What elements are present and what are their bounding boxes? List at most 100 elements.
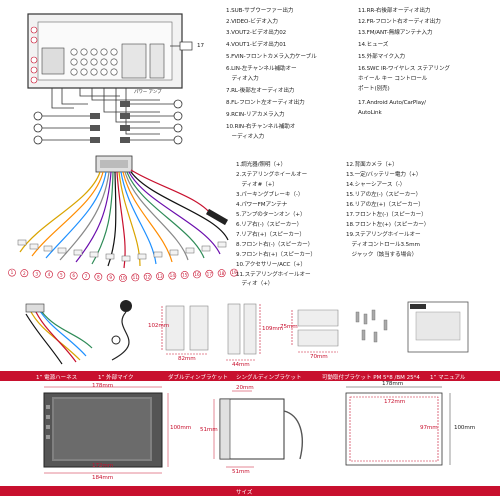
frame-width-label: 178mm: [382, 381, 404, 387]
legend-item: 3.VOUT2-ビデオ出力02: [226, 30, 287, 36]
front-height-label: 100mm: [170, 425, 192, 431]
wire-number-marker: [156, 272, 164, 281]
front-bottom-label: 184mm: [92, 475, 114, 481]
front-screen-width-label: 172mm: [92, 463, 114, 469]
side-depth-label: 20mm: [236, 385, 254, 391]
wire-number-label: 14: [170, 273, 176, 278]
legend-item: 8.フロント右(-)（スピーカー）: [236, 242, 314, 248]
wire-number-label: 8: [97, 274, 100, 279]
legend-item: 8.FL-フロント左オーディオ出力: [226, 100, 305, 106]
legend-item: 7.RL-後部左オーディオ出力: [226, 88, 295, 94]
frame-inner-height-label: 97mm: [420, 425, 438, 431]
caption-size: サイズ: [236, 490, 253, 496]
side-bottom-label: 51mm: [232, 469, 250, 475]
wire-number-marker: [180, 271, 189, 279]
legend-item: 14.シャーシアース（-）: [346, 182, 406, 188]
legend-item: ディオ#（+）: [236, 182, 278, 188]
wire-number-label: 7: [85, 274, 88, 279]
legend-item: 17.Android Auto/CarPlay/: [358, 100, 426, 106]
legend-item: 16.リアの左(+)（スピーカー）: [346, 202, 424, 208]
legend-item: 10.アクセサリー/ACC（+）: [236, 262, 306, 268]
legend-item: 9.フロント右(+)（スピーカー）: [236, 252, 316, 258]
wire-number-marker: [45, 270, 53, 279]
front-width-label: 178mm: [92, 383, 114, 389]
wire-number-marker: [82, 272, 90, 281]
caption-single-din-bracket: シングルディンブラケット: [236, 375, 302, 381]
wire-number-label: 16: [194, 272, 200, 277]
legend-item: 15.外部マイク入力: [358, 54, 405, 60]
legend-item: 4.パワーFMアンテナ: [236, 202, 288, 208]
legend-item: ディオコントロール3.5mm: [346, 242, 420, 248]
wire-number-marker: [131, 273, 140, 282]
caption-external-mic: 1” 外部マイク: [98, 375, 134, 381]
caption-manual: 1” マニュアル: [430, 375, 466, 381]
wire-number-marker: [69, 271, 78, 280]
wire-number-label: 2: [23, 271, 26, 276]
legend-item: 10.RIN-右チャンネル補助オ: [226, 124, 296, 130]
legend-item: 11.ステアリングホイールオー: [236, 272, 311, 278]
legend-item: ディオ（+）: [236, 281, 274, 287]
caption-double-din-bracket: ダブルディンブラケット: [168, 375, 228, 381]
legend-item: 6.LIN-左チャンネル補助オー: [226, 66, 297, 72]
wire-number-marker: [217, 269, 226, 278]
single-din-height-label: 109mm: [262, 326, 284, 332]
wire-number-marker: [20, 269, 29, 278]
legend-item: 1.調光器/照明（+）: [236, 162, 286, 168]
wire-number-marker: [106, 273, 115, 282]
size-section: 178mm 100mm 184mm 172mm 20mm 51mm 51mm 1…: [0, 381, 500, 486]
legend-item: 13.FM/ANT-無線アンテナ入力: [358, 30, 433, 36]
accessories-caption-bar: 1” 電源ハーネス 1” 外部マイク ダブルディンブラケット シングルディンブラ…: [0, 371, 500, 381]
legend-item: 17.フロント左(-)（スピーカー）: [346, 212, 427, 218]
frame-inner-width-label: 172mm: [384, 399, 406, 405]
wire-number-label: 18: [219, 271, 225, 276]
accessories-section: 102mm 82mm 109mm 44mm 75mm 70mm: [0, 290, 500, 372]
movable-bracket-width-label: 70mm: [310, 354, 328, 360]
size-caption-bar: サイズ: [0, 486, 500, 496]
caption-movable-bracket: 可動取付ブラケット PM 5*8 /BM 25*4: [322, 375, 420, 381]
legend-item: 3.パーキングブレーキ（-）: [236, 192, 304, 198]
legend-item: ジャック（該当する場合）: [346, 252, 418, 258]
legend-item: 19.ステアリングホイールオー: [346, 232, 421, 238]
wire-number-marker: [230, 268, 238, 277]
wire-number-label: 10: [120, 276, 126, 281]
wire-number-marker: [57, 271, 66, 279]
caption-power-harness: 1” 電源ハーネス: [36, 375, 78, 381]
wire-number-label: 4: [48, 272, 51, 277]
legend-item: 11.RR-右後部オーディオ出力: [358, 8, 431, 14]
wire-number-marker: [94, 272, 103, 281]
wire-number-marker: [168, 271, 177, 280]
legend-item: 15.リアの左(-)（スピーカー）: [346, 192, 422, 198]
legend-item: 2.VIDEO-ビデオ入力: [226, 19, 278, 25]
legend-item: 12.背面カメラ（+）: [346, 162, 398, 168]
legend-item: 2.ステアリングホイールオー: [236, 172, 308, 178]
legend-item: ディオ入力: [226, 76, 259, 82]
legend-item: 12.FR-フロント右オーディオ出力: [358, 19, 441, 25]
legend-item: 7.リア右(+)（スピーカー）: [236, 232, 305, 238]
wire-number-label: 17: [207, 271, 213, 276]
rear-panel-diagram: [27, 13, 193, 145]
single-din-width-label: 44mm: [232, 362, 250, 368]
wire-number-marker: [119, 274, 127, 282]
wire-number-label: 12: [145, 274, 151, 279]
movable-bracket-height-label: 75mm: [280, 324, 298, 330]
legend-item: 5.FVIN-フロントカメラ入力ケーブル: [226, 54, 317, 60]
accessories-diagram: [25, 300, 469, 365]
legend-item: 5.アンプのターンオン（+）: [236, 212, 306, 218]
rear-panel-section: 17 パワー アンプ 1.SUB-サブウーファー出力 2.VIDEO-ビデオ入力…: [0, 0, 500, 147]
wire-number-label: 19: [231, 270, 237, 275]
double-din-height-label: 102mm: [148, 323, 170, 329]
legend-item: 14.ヒューズ: [358, 42, 389, 48]
wire-number-label: 9: [109, 275, 112, 280]
legend-item: AutoLink: [358, 110, 382, 116]
wire-number-label: 5: [60, 273, 63, 278]
wire-number-marker: [143, 272, 152, 281]
legend-item: 1.SUB-サブウーファー出力: [226, 8, 294, 14]
legend-item: 9.RCIN-リアカメラ入力: [226, 112, 285, 118]
connector-17-label: 17: [197, 43, 204, 49]
legend-item: ホイール キー コントロール: [358, 76, 428, 82]
legend-item: 4.VOUT1-ビデオ出力01: [226, 42, 287, 48]
legend-item: ポート(別売): [358, 86, 390, 92]
wire-number-label: 3: [35, 271, 38, 276]
